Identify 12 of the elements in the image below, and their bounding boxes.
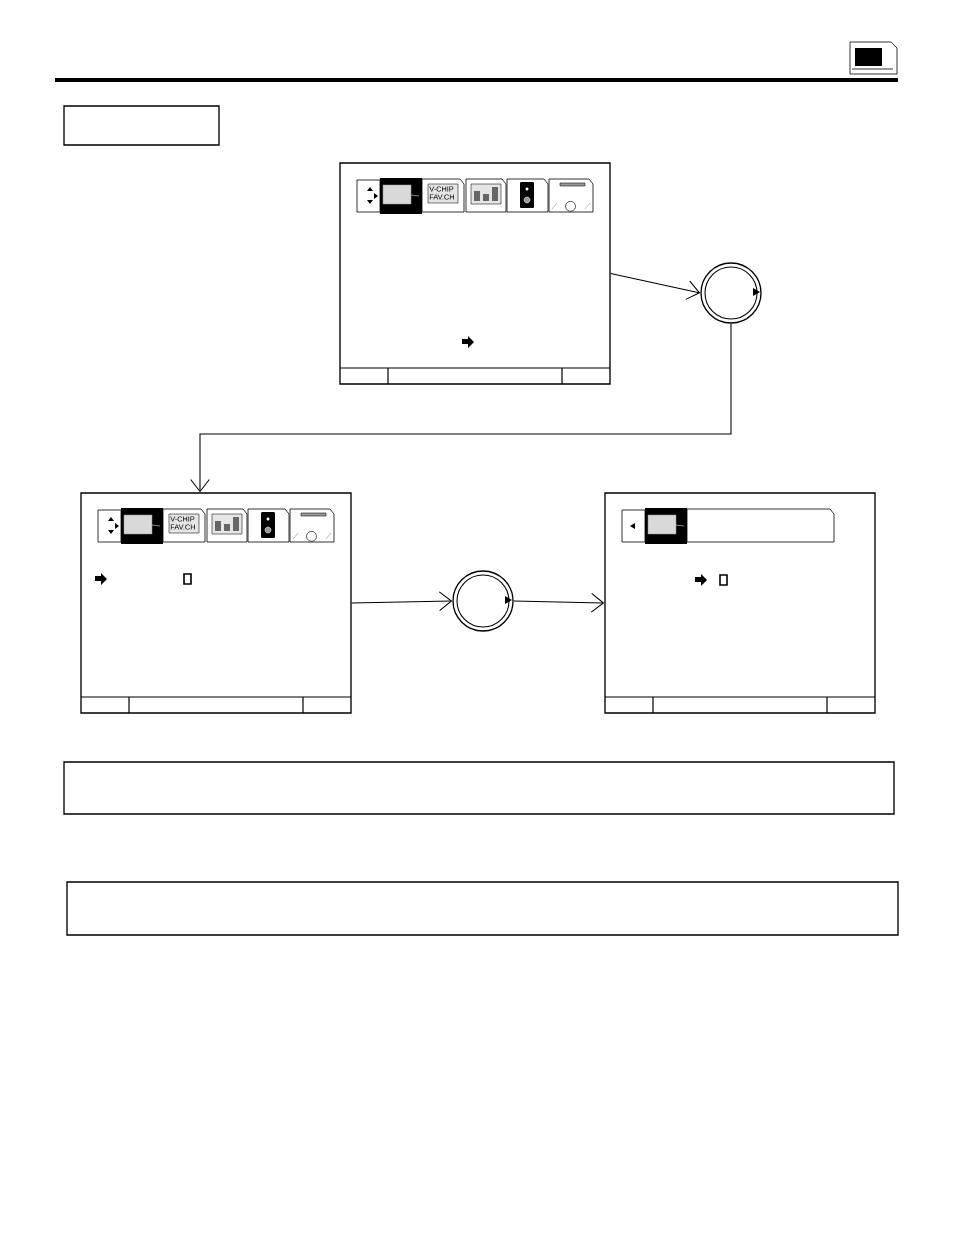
note-box: [66, 881, 899, 936]
title-box: [63, 105, 220, 146]
note-box: [63, 761, 895, 815]
arrow: [190, 323, 732, 493]
arrow: [351, 591, 453, 612]
menu-screen: [80, 492, 352, 714]
arrow: [610, 272, 701, 300]
button-circle: [700, 262, 762, 324]
arrow: [513, 592, 605, 613]
button-circle: [452, 570, 514, 632]
menu-screen: [604, 492, 876, 714]
menu-screen: [339, 162, 611, 385]
